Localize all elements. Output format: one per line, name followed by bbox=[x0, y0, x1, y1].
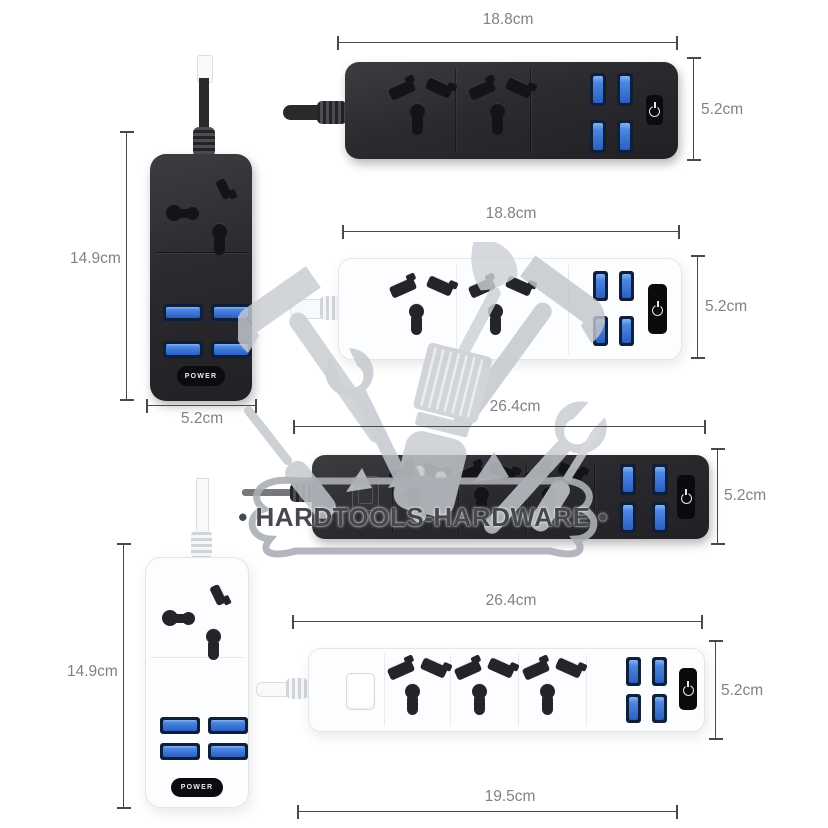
ground-slot bbox=[474, 487, 489, 518]
usb-port bbox=[619, 271, 634, 301]
p5-height-label: 14.9cm bbox=[67, 663, 118, 680]
power-badge-label: POWER bbox=[184, 372, 218, 380]
power-socket-slot bbox=[162, 610, 195, 626]
p6-width-label: 26.4cm bbox=[485, 592, 537, 609]
power-cord bbox=[196, 478, 209, 536]
module-seam bbox=[150, 657, 244, 658]
power-indicator-icon bbox=[679, 668, 697, 710]
p6-panel-width-label: 19.5cm bbox=[484, 788, 536, 805]
product-black-compact-vertical: POWER bbox=[150, 55, 252, 401]
usb-port bbox=[593, 271, 608, 301]
product-white-compact-vertical: POWER bbox=[145, 478, 249, 808]
p6-height-label: 5.2cm bbox=[721, 682, 764, 699]
p3-width-line bbox=[342, 225, 680, 239]
usb-port bbox=[160, 743, 200, 760]
p2-width-line bbox=[337, 36, 678, 50]
usb-port bbox=[208, 743, 248, 760]
cord-strain-relief bbox=[286, 678, 308, 699]
p2-width-label: 18.8cm bbox=[482, 11, 534, 28]
p1-width-line bbox=[146, 399, 257, 413]
usb-port bbox=[626, 657, 641, 686]
usb-port bbox=[652, 657, 667, 686]
ground-slot bbox=[212, 224, 227, 255]
strip-body bbox=[145, 557, 249, 808]
module-seam bbox=[594, 461, 595, 533]
usb-port bbox=[208, 717, 248, 734]
usb-port bbox=[620, 464, 636, 495]
p6-width-line bbox=[292, 615, 703, 629]
usb-port bbox=[617, 73, 633, 106]
ground-slot bbox=[409, 304, 424, 335]
p3-width-label: 18.8cm bbox=[485, 205, 537, 222]
module-seam bbox=[450, 654, 451, 726]
power-switch bbox=[346, 673, 375, 710]
usb-port bbox=[652, 694, 667, 723]
usb-port bbox=[619, 316, 634, 346]
usb-port bbox=[163, 341, 203, 358]
watermark-banner bbox=[248, 476, 598, 558]
brush-icon bbox=[393, 342, 492, 517]
power-brand-badge: POWER bbox=[177, 366, 225, 386]
module-seam bbox=[586, 654, 587, 726]
screwdriver-icon bbox=[530, 426, 601, 532]
power-socket-slot bbox=[166, 205, 199, 221]
p6-height-line bbox=[709, 640, 723, 740]
watermark-brand-text: • HARDTOOLS-HARDWARE • bbox=[238, 502, 608, 532]
ground-slot bbox=[540, 684, 555, 715]
module-seam bbox=[384, 654, 385, 726]
module-seam bbox=[456, 264, 457, 354]
usb-port bbox=[590, 120, 606, 153]
cord-strain-relief bbox=[191, 530, 212, 559]
ground-slot bbox=[472, 684, 487, 715]
cord-strain-relief bbox=[317, 101, 347, 124]
usb-port bbox=[620, 502, 636, 533]
usb-port bbox=[590, 73, 606, 106]
power-badge-label: POWER bbox=[180, 784, 214, 791]
ground-slot bbox=[405, 684, 420, 715]
p4-height-line bbox=[711, 448, 725, 545]
screwdriver-icon bbox=[243, 405, 336, 519]
ground-slot bbox=[490, 104, 505, 135]
p6-panel-width-line bbox=[297, 805, 678, 819]
module-seam bbox=[458, 461, 459, 533]
module-seam bbox=[518, 654, 519, 726]
module-seam bbox=[392, 461, 393, 533]
usb-port bbox=[160, 717, 200, 734]
module-seam bbox=[455, 68, 456, 153]
power-cord bbox=[242, 489, 294, 496]
cord-strain-relief bbox=[193, 127, 215, 157]
p1-width-label: 5.2cm bbox=[180, 410, 224, 427]
usb-port bbox=[652, 464, 668, 495]
cord-strain-relief bbox=[320, 296, 342, 320]
usb-port bbox=[626, 694, 641, 723]
module-seam bbox=[155, 252, 247, 253]
power-indicator-icon bbox=[677, 475, 695, 519]
p3-height-label: 5.2cm bbox=[705, 298, 748, 315]
power-brand-badge: POWER bbox=[171, 778, 223, 797]
p4-width-label: 26.4cm bbox=[489, 398, 541, 415]
power-indicator-icon bbox=[646, 95, 663, 125]
p4-width-line bbox=[293, 420, 706, 434]
strip-body bbox=[150, 154, 252, 401]
ground-slot bbox=[206, 629, 221, 660]
power-indicator-icon bbox=[648, 284, 667, 334]
p1-height-line bbox=[120, 131, 134, 401]
watermark-tools-illustration bbox=[238, 242, 607, 534]
p5-height-line bbox=[117, 543, 131, 809]
usb-port bbox=[652, 502, 668, 533]
p2-height-label: 5.2cm bbox=[701, 101, 744, 118]
p4-height-label: 5.2cm bbox=[724, 487, 767, 504]
power-cord bbox=[199, 78, 209, 132]
usb-port bbox=[617, 120, 633, 153]
product-white-3-socket-strip bbox=[256, 648, 705, 732]
p2-height-line bbox=[687, 57, 701, 161]
module-seam bbox=[530, 68, 531, 153]
p1-height-label: 14.9cm bbox=[70, 250, 121, 267]
usb-port bbox=[163, 304, 203, 321]
ground-slot bbox=[410, 104, 425, 135]
product-black-2-socket-strip bbox=[283, 62, 678, 159]
p3-height-line bbox=[691, 255, 705, 359]
